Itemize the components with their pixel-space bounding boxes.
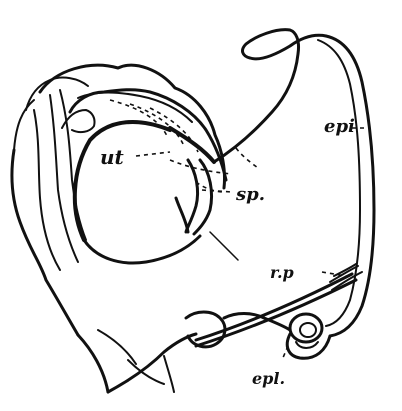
label-ut: ut [100,145,125,169]
uterus-outline [12,65,226,335]
coiled-organ [224,314,330,359]
epididymis-duct [214,30,374,336]
label-sp: sp. [235,184,265,205]
label-rp: r.p [270,263,294,282]
label-epi: epi [324,116,355,137]
genital-atrium [78,312,225,392]
label-epl: epl. [252,369,285,388]
